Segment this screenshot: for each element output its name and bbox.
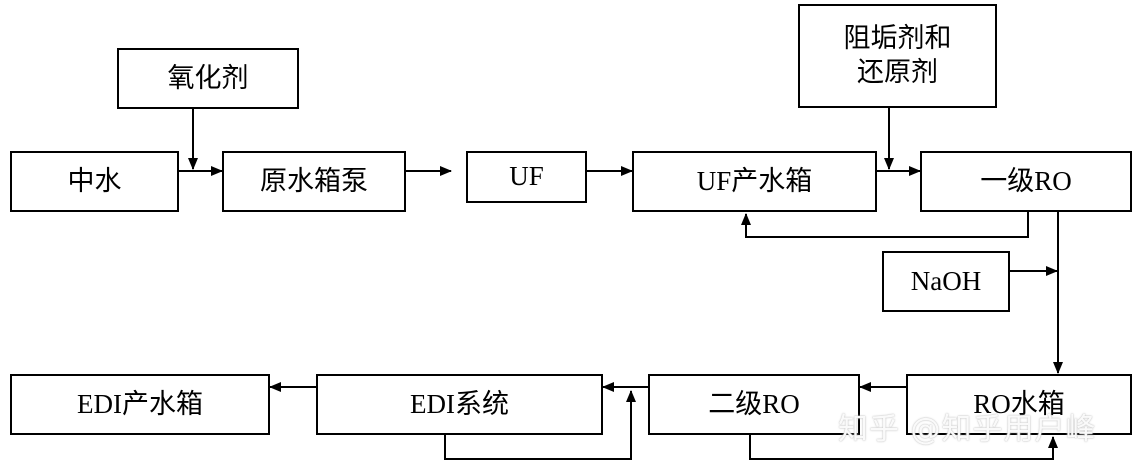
label-antiscalant-line2: 还原剂 (857, 57, 938, 87)
arrow-ro1-recycle (741, 212, 1029, 238)
label-naoh: NaOH (910, 265, 982, 296)
box-ro2: 二级RO (648, 374, 860, 435)
box-edi-system: EDI系统 (316, 374, 603, 435)
box-naoh: NaOH (882, 251, 1010, 312)
label-uf-tank: UF产水箱 (696, 165, 813, 196)
label-uf: UF (509, 161, 544, 192)
label-ro2: 二级RO (708, 388, 800, 419)
label-oxidant: 氧化剂 (167, 62, 249, 93)
arrow-ro2-recycle (749, 435, 1058, 460)
label-edi-tank: EDI产水箱 (77, 388, 203, 419)
box-oxidant: 氧化剂 (117, 48, 299, 109)
box-ro-tank: RO水箱 (906, 374, 1132, 435)
box-antiscalant: 阻垢剂和 还原剂 (798, 4, 997, 108)
box-edi-tank: EDI产水箱 (10, 374, 270, 435)
arrow-edi-recycle (444, 390, 636, 460)
label-edi-system: EDI系统 (410, 388, 509, 419)
box-zhongshui: 中水 (10, 151, 179, 212)
label-antiscalant-line1: 阻垢剂和 (843, 23, 952, 54)
watermark-text: 知乎 @知乎用户峰 (838, 412, 1097, 447)
label-ro1: 一级RO (980, 165, 1072, 196)
box-uf-tank: UF产水箱 (632, 151, 877, 212)
label-zhongshui: 中水 (67, 165, 122, 196)
box-uf: UF (466, 151, 587, 203)
label-raw-tank-pump: 原水箱泵 (260, 165, 368, 196)
box-raw-tank-pump: 原水箱泵 (222, 151, 406, 212)
label-ro-tank: RO水箱 (973, 388, 1065, 419)
box-ro1: 一级RO (920, 151, 1132, 212)
